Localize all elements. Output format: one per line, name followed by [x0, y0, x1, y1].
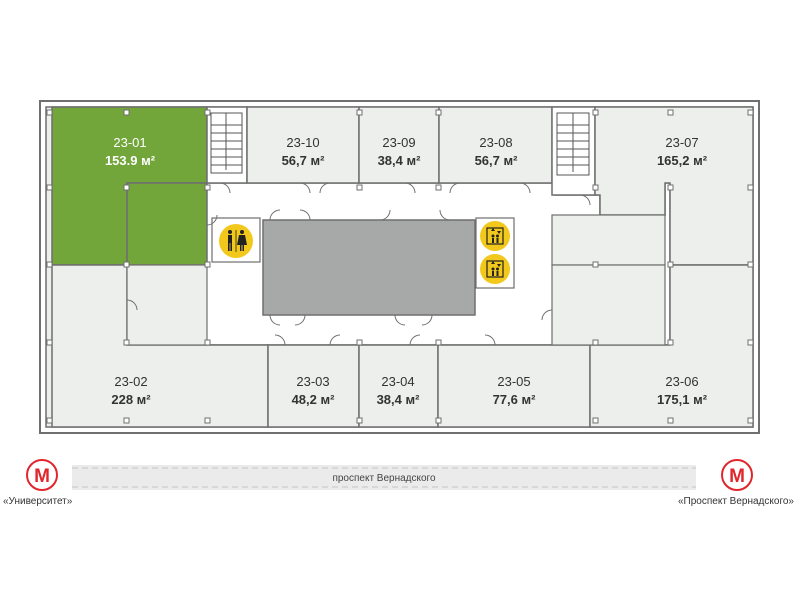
office-id: 23-01 [113, 135, 146, 150]
office-23-05[interactable] [437, 344, 591, 428]
office-23-09[interactable] [358, 106, 440, 184]
columns [46, 109, 754, 424]
office-23-08[interactable] [438, 106, 553, 184]
office-area: 175,1 м² [657, 392, 708, 407]
office-id: 23-03 [296, 374, 329, 389]
office-id: 23-10 [286, 135, 319, 150]
office-area: 56,7 м² [475, 153, 519, 168]
office-id: 23-04 [381, 374, 414, 389]
stairwell-left [206, 106, 248, 184]
office-23-03[interactable] [267, 344, 360, 428]
office-area: 48,2 м² [292, 392, 336, 407]
metro-logo-icon: M [26, 459, 58, 491]
metro-station-left: «Университет» [3, 496, 73, 507]
doors [126, 182, 591, 346]
office-area: 77,6 м² [493, 392, 537, 407]
metro-logo-icon: M [721, 459, 753, 491]
svg-text:M: M [34, 466, 50, 487]
corridor-rooms [126, 214, 666, 346]
office-id: 23-06 [665, 374, 698, 389]
office-id: 23-07 [665, 135, 698, 150]
office-id: 23-05 [497, 374, 530, 389]
office-area: 56,7 м² [282, 153, 326, 168]
office-area: 165,2 м² [657, 153, 708, 168]
office-area: 38,4 м² [377, 392, 421, 407]
core-block [262, 219, 476, 316]
staircase-icon [210, 112, 590, 176]
street: проспект Вернадского [72, 465, 696, 490]
street-name: проспект Вернадского [332, 473, 436, 484]
office-id: 23-09 [382, 135, 415, 150]
metro-station-right: «Проспект Вернадского» [677, 496, 794, 507]
restroom-icon [219, 224, 253, 258]
svg-text:M: M [729, 466, 745, 487]
office-area: 153.9 м² [105, 153, 156, 168]
office-id: 23-08 [479, 135, 512, 150]
office-23-07[interactable] [594, 106, 754, 266]
elevator-icon [480, 221, 510, 284]
office-area: 228 м² [111, 392, 151, 407]
office-id: 23-02 [114, 374, 147, 389]
office-area: 38,4 м² [378, 153, 422, 168]
